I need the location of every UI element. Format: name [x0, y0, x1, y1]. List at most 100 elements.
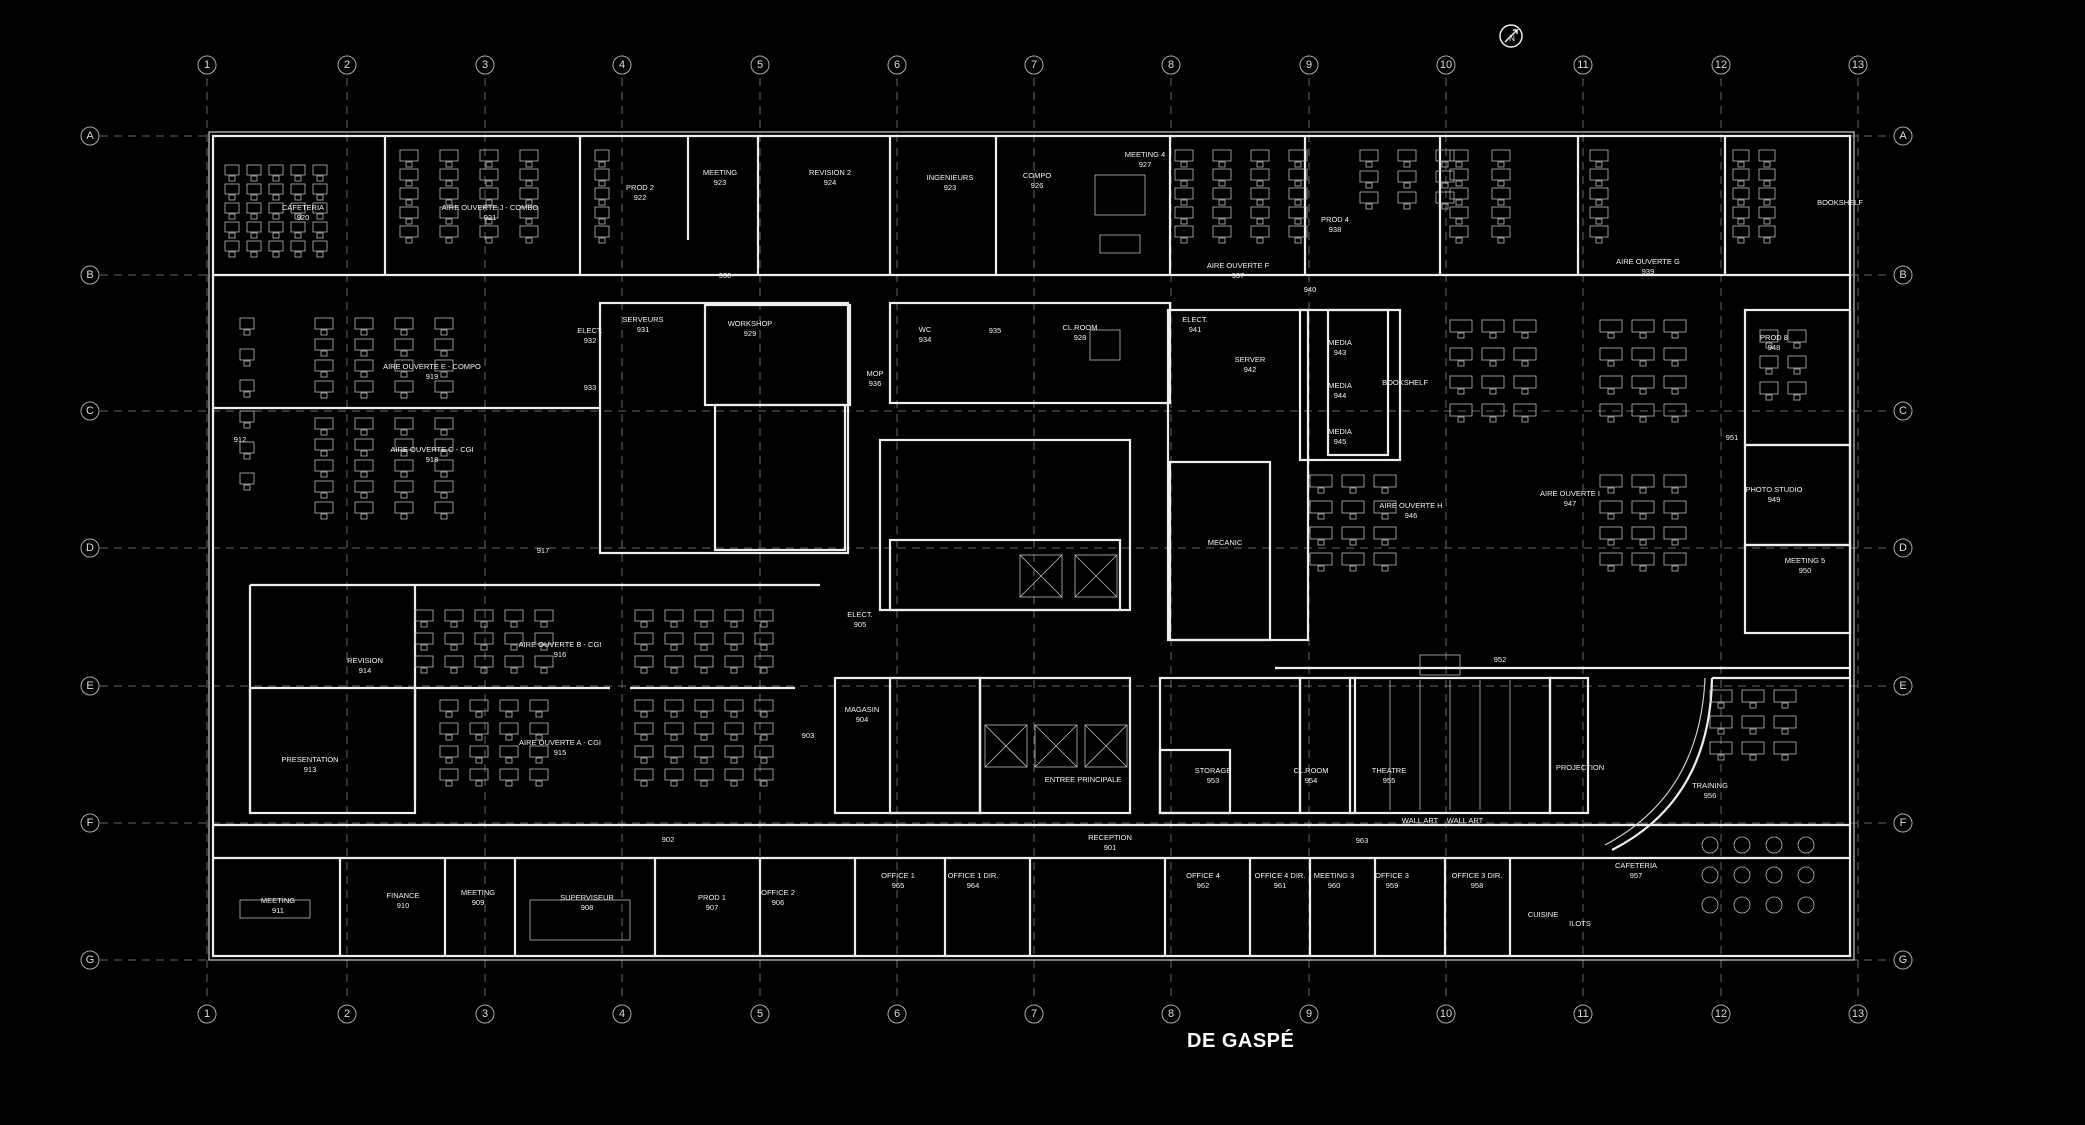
- room-name: AIRE OUVERTE I: [1540, 489, 1600, 498]
- desk: [1359, 170, 1379, 183]
- desk: [519, 225, 539, 238]
- grid-col-label: 1: [204, 1008, 210, 1020]
- chair: [1317, 487, 1325, 494]
- chair: [440, 450, 448, 457]
- chair: [445, 180, 453, 187]
- chair: [700, 621, 708, 628]
- desk: [1732, 225, 1750, 238]
- grid-col-label: 7: [1031, 1008, 1037, 1020]
- chair: [1717, 754, 1725, 761]
- desk: [664, 655, 684, 668]
- desk: [224, 221, 240, 233]
- desk: [694, 655, 714, 668]
- desk: [694, 722, 714, 735]
- desk: [394, 417, 414, 430]
- grid-bubble: [612, 1004, 632, 1024]
- chair: [1294, 161, 1302, 168]
- grid-bubble: [1436, 1004, 1456, 1024]
- room-name: MECANIC: [1208, 538, 1243, 547]
- chair: [360, 450, 368, 457]
- room-name: OFFICE 1: [881, 871, 915, 880]
- desk: [1449, 149, 1469, 162]
- room-name: REVISION 2: [809, 168, 851, 177]
- chair: [1671, 416, 1679, 423]
- grid-row-label: D: [1899, 542, 1907, 554]
- chair: [1607, 360, 1615, 367]
- chair: [243, 360, 251, 367]
- chair: [228, 175, 236, 182]
- chair: [1497, 237, 1505, 244]
- desk: [479, 206, 499, 219]
- desk: [519, 149, 539, 162]
- chair: [294, 213, 302, 220]
- desk: [479, 225, 499, 238]
- chair: [445, 218, 453, 225]
- chair: [670, 734, 678, 741]
- chair: [1497, 161, 1505, 168]
- room-name: SUPERVISEUR: [560, 893, 614, 902]
- desk: [664, 699, 684, 712]
- desk: [1373, 500, 1397, 514]
- desk: [290, 202, 306, 214]
- desk: [634, 768, 654, 781]
- desk: [224, 183, 240, 195]
- chair: [598, 218, 606, 225]
- grid-bubble: [612, 55, 632, 75]
- chair: [485, 161, 493, 168]
- chair: [1349, 487, 1357, 494]
- desk: [439, 722, 459, 735]
- chair: [670, 667, 678, 674]
- grid-col-label: 5: [757, 59, 763, 71]
- chair: [525, 237, 533, 244]
- desk: [1732, 187, 1750, 200]
- grid-bubble: [887, 55, 907, 75]
- elevator: [1034, 724, 1078, 768]
- room-name: AIRE OUVERTE H: [1379, 501, 1442, 510]
- chair: [1607, 513, 1615, 520]
- desk: [439, 206, 459, 219]
- desk: [479, 149, 499, 162]
- chair: [760, 711, 768, 718]
- grid-bubble: [1893, 950, 1913, 970]
- chair: [1365, 161, 1373, 168]
- desk: [1589, 187, 1609, 200]
- chair: [272, 213, 280, 220]
- chair: [1365, 182, 1373, 189]
- chair: [440, 329, 448, 336]
- grid-row-label: E: [1899, 680, 1906, 692]
- room-number: 926: [1031, 181, 1044, 190]
- desk: [534, 655, 554, 668]
- chair: [1737, 218, 1745, 225]
- desk: [1631, 319, 1655, 333]
- room-number: 959: [1386, 881, 1399, 890]
- round-table: [1797, 836, 1815, 854]
- room-label: BOOKSHELF: [1382, 378, 1428, 387]
- room-name: ILOTS: [1569, 919, 1591, 928]
- desk: [594, 187, 610, 200]
- room-name: BOOKSHELF: [1382, 378, 1428, 387]
- desk: [469, 768, 489, 781]
- grid-col-label: 1: [204, 59, 210, 71]
- desk: [1758, 225, 1776, 238]
- chair: [1607, 487, 1615, 494]
- room-number: 937: [1232, 271, 1245, 280]
- room-number: 905: [854, 620, 867, 629]
- chair: [640, 780, 648, 787]
- room-name: RECEPTION: [1088, 833, 1132, 842]
- desk: [1773, 715, 1797, 729]
- chair: [228, 232, 236, 239]
- chair: [1763, 161, 1771, 168]
- room-name: PROJECTION: [1556, 763, 1604, 772]
- desk: [434, 480, 454, 493]
- grid-col-label: 11: [1577, 59, 1588, 71]
- chair: [1180, 237, 1188, 244]
